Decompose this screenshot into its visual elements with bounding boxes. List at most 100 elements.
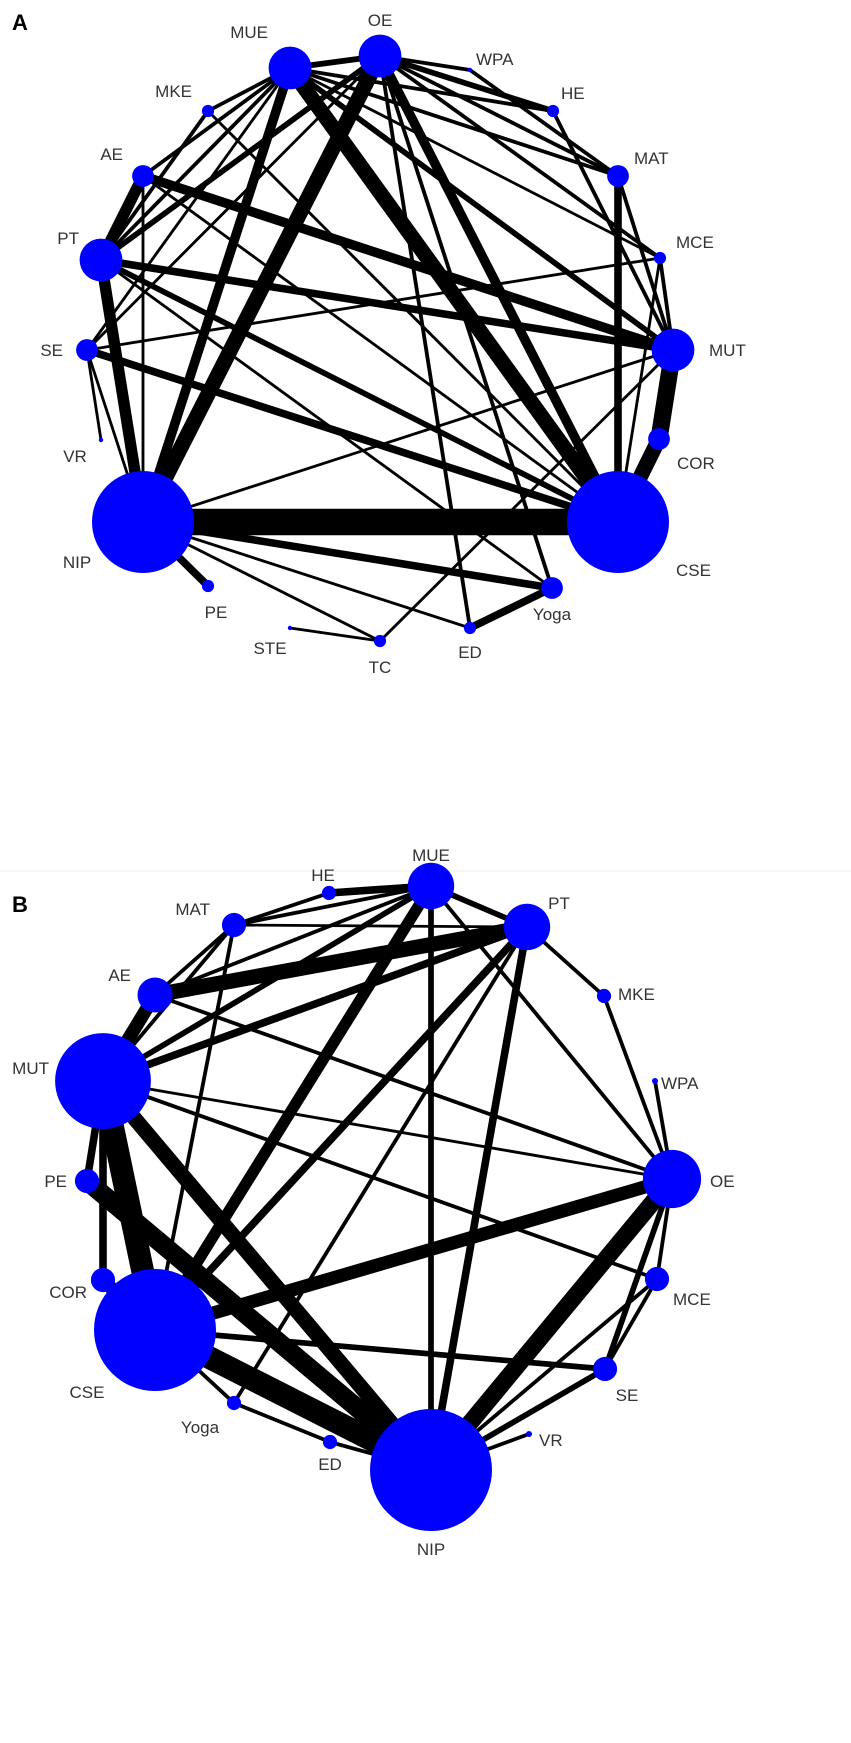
node-ed: [463, 621, 477, 635]
node-se: [76, 339, 98, 361]
edge-mue-se: [85, 67, 292, 351]
node-ae: [132, 165, 154, 187]
edge-pt-nip: [427, 926, 531, 1471]
edge-mue-mat: [289, 66, 619, 178]
node-yoga: [226, 1395, 242, 1411]
edge-pt-mue: [99, 66, 292, 262]
edge-oe-yoga: [378, 55, 554, 589]
edge-pt-mut: [100, 256, 674, 354]
node-he: [321, 885, 337, 901]
node-label-mat: MAT: [175, 900, 210, 919]
node-tc: [373, 634, 387, 648]
node-pe: [201, 579, 215, 593]
edge-cse-se: [154, 1327, 606, 1372]
node-label-vr: VR: [539, 1431, 563, 1450]
node-label-cse: CSE: [676, 561, 711, 580]
node-label-oe: OE: [710, 1172, 735, 1191]
node-label-tc: TC: [369, 658, 392, 677]
panel-a-letter: A: [12, 10, 28, 35]
edge-mat-mue: [233, 884, 432, 927]
edge-mce-se: [603, 1278, 659, 1370]
node-ae: [137, 977, 173, 1013]
node-vr: [98, 437, 104, 443]
edge-mue-mce: [289, 66, 661, 260]
node-label-ae: AE: [108, 966, 131, 985]
node-se: [592, 1356, 618, 1382]
edge-nip-mut: [142, 348, 674, 524]
node-he: [546, 104, 560, 118]
panel-a: A OEWPAHEMATMCEMUTCORCSEYogaEDTCSTEPENIP…: [12, 10, 746, 677]
node-label-pe: PE: [205, 603, 228, 622]
node-label-mut: MUT: [12, 1059, 49, 1078]
node-label-he: HE: [561, 84, 585, 103]
edge-wpa-mat: [468, 68, 620, 178]
edge-oe-nip: [424, 1173, 679, 1476]
edge-ae-mat: [153, 923, 236, 997]
node-label-wpa: WPA: [476, 50, 514, 69]
node-label-se: SE: [40, 341, 63, 360]
node-wpa: [652, 1078, 658, 1084]
node-mce: [644, 1266, 670, 1292]
node-wpa: [467, 67, 473, 73]
node-label-yoga: Yoga: [533, 605, 572, 624]
node-pe: [74, 1168, 100, 1194]
node-label-mke: MKE: [155, 82, 192, 101]
node-vr: [526, 1431, 532, 1437]
node-cor: [648, 428, 670, 450]
edge-nip-ed: [142, 520, 471, 630]
node-label-pt: PT: [57, 229, 79, 248]
node-mke: [596, 988, 612, 1004]
edge-pt-yoga: [232, 926, 529, 1404]
edge-pt-cse: [99, 257, 620, 525]
node-pt: [79, 238, 123, 282]
panel-b-labels: MUEPTMKEWPAOEMCESEVRNIPEDYogaCSECORPEMUT…: [12, 846, 734, 1559]
panel-b-letter: B: [12, 892, 28, 917]
edge-oe-mat: [379, 54, 619, 178]
edge-oe-ed: [378, 55, 472, 629]
node-label-mue: MUE: [230, 23, 268, 42]
edge-mat-pt: [233, 923, 528, 929]
edge-se-mce: [86, 256, 661, 352]
edge-ae-oe: [154, 993, 673, 1181]
edge-mke-cse: [206, 109, 620, 524]
panel-a-nodes: [76, 34, 695, 648]
node-label-mue: MUE: [412, 846, 450, 865]
node-label-ae: AE: [100, 145, 123, 164]
node-oe: [642, 1149, 702, 1209]
node-label-cor: COR: [677, 454, 715, 473]
node-label-nip: NIP: [63, 553, 91, 572]
edge-oe-mce: [378, 54, 662, 260]
edge-mut-nip: [97, 1076, 437, 1475]
node-label-mce: MCE: [676, 233, 714, 252]
edge-mut-oe: [102, 1079, 673, 1181]
edge-tc-mut: [378, 348, 675, 643]
node-label-wpa: WPA: [661, 1074, 699, 1093]
node-oe: [358, 34, 402, 78]
edge-mue-mut: [101, 883, 433, 1084]
edge-ae-pt: [153, 919, 529, 1003]
node-mut: [55, 1033, 151, 1129]
node-mke: [201, 104, 215, 118]
node-label-mce: MCE: [673, 1290, 711, 1309]
edge-oe-he: [379, 53, 554, 114]
edge-mat-cse: [153, 924, 236, 1331]
edge-mue-ae: [141, 66, 292, 178]
node-label-mut: MUT: [709, 341, 746, 360]
edge-pt-cse: [152, 924, 530, 1333]
node-label-pt: PT: [548, 894, 570, 913]
edge-pt-mut: [101, 923, 529, 1085]
edge-ste-tc: [289, 626, 381, 643]
edge-yoga-ed: [233, 1401, 331, 1444]
edge-mue-nip: [138, 66, 295, 524]
node-label-ste: STE: [253, 639, 286, 658]
node-nip: [92, 471, 194, 573]
node-cor: [90, 1267, 116, 1293]
edge-mat-he: [233, 891, 330, 927]
node-yoga: [541, 577, 563, 599]
node-cse: [567, 471, 669, 573]
node-mat: [221, 912, 247, 938]
edge-mue-cse: [283, 63, 625, 527]
node-mue: [268, 46, 312, 90]
node-label-pe: PE: [44, 1172, 67, 1191]
node-label-oe: OE: [368, 11, 393, 30]
